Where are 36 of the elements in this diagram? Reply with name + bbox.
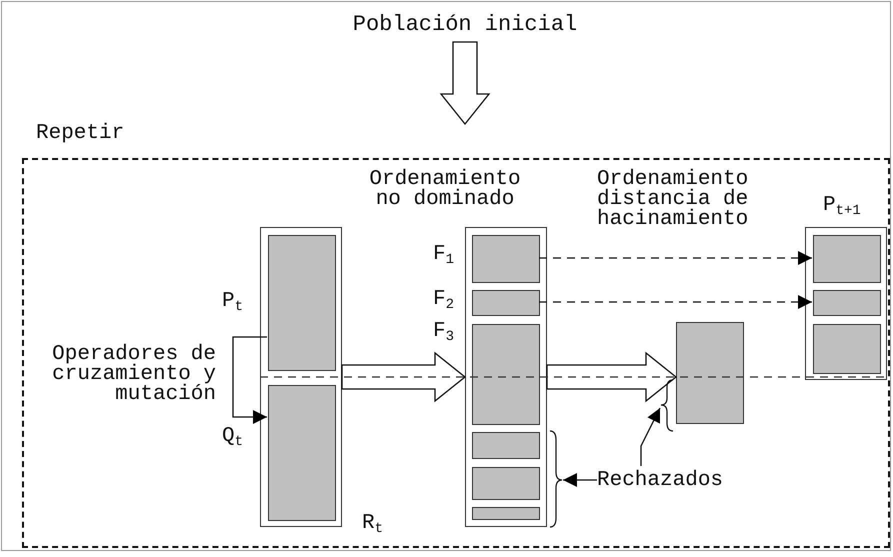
- group-heading: Repetir: [36, 124, 124, 144]
- note-text: Rechazados: [597, 466, 747, 496]
- population-block: [472, 290, 540, 316]
- population-block: [268, 235, 336, 371]
- arrow: [539, 251, 812, 265]
- step-label: Operadores de cruzamiento y mutación: [51, 345, 216, 405]
- step-label: Ordenamiento no dominado: [368, 170, 522, 210]
- arrow: [232, 336, 267, 424]
- population-block: [813, 290, 881, 316]
- container-box: [805, 227, 887, 380]
- step-label: Ordenamiento distancia de hacinamiento: [597, 170, 750, 230]
- population-block: [813, 324, 881, 374]
- set-label: P$_{t}$: [222, 292, 244, 312]
- set-label: F$_{3}$: [433, 322, 454, 342]
- population-block: [676, 322, 744, 424]
- block-arrow: [546, 352, 678, 402]
- container-box: [260, 227, 342, 527]
- block-arrow: [341, 352, 466, 402]
- population-block: [472, 467, 540, 500]
- set-label: R$_{t}$: [362, 514, 384, 534]
- population-block: [813, 235, 881, 283]
- arrow: [640, 408, 661, 466]
- set-label: F$_{1}$: [433, 245, 454, 265]
- arrow: [563, 473, 597, 487]
- population-block: [472, 507, 540, 520]
- arrow: [539, 295, 812, 309]
- set-label: F$_{2}$: [433, 290, 454, 310]
- population-block: [268, 385, 336, 521]
- population-block: [472, 324, 540, 425]
- population-block: [472, 235, 540, 283]
- start-text: Población inicial: [300, 8, 630, 42]
- set-label: P$_{t+1}$: [823, 196, 861, 216]
- container-box: [465, 227, 547, 527]
- set-label: Q$_{t}$: [222, 427, 244, 447]
- block-arrow: [440, 41, 490, 126]
- population-block: [472, 432, 540, 459]
